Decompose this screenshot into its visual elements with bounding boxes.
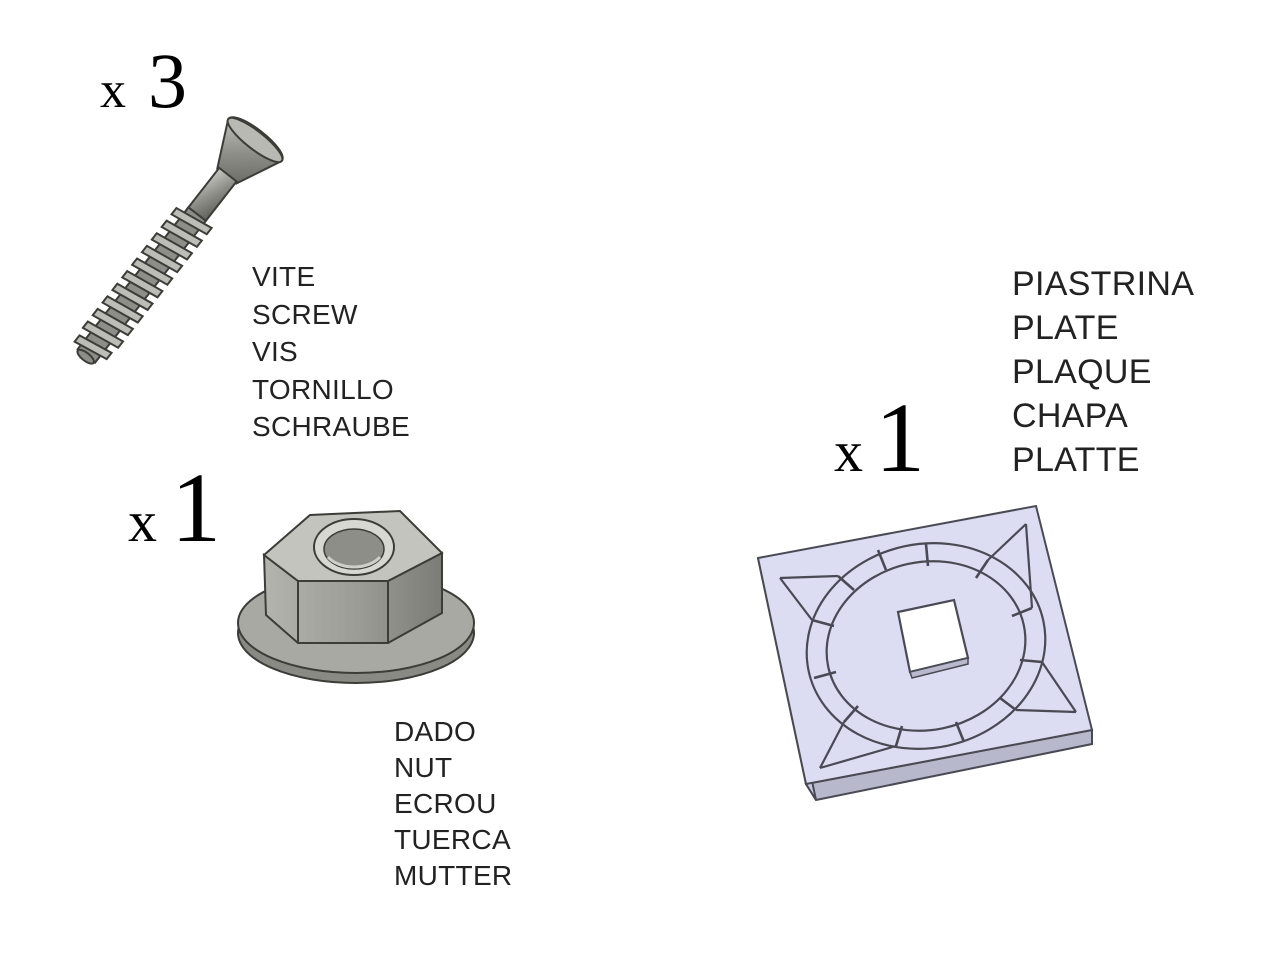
nut-names: DADO NUT ECROU TUERCA MUTTER xyxy=(394,714,512,894)
flange-nut-illustration xyxy=(237,509,475,684)
name-es: TORNILLO xyxy=(252,373,394,405)
name-en: PLATE xyxy=(1012,309,1119,347)
screw-illustration xyxy=(73,116,284,365)
quantity-number: 3 xyxy=(148,37,187,124)
plate-names: PIASTRINA PLATE PLAQUE CHAPA PLATTE xyxy=(1012,262,1194,482)
name-fr: ECROU xyxy=(394,788,497,819)
quantity-prefix: x xyxy=(834,419,863,484)
name-es: TUERCA xyxy=(394,824,511,855)
screw-names: VITE SCREW VIS TORNILLO SCHRAUBE xyxy=(252,258,410,446)
quantity-prefix: x xyxy=(100,62,126,119)
quantity-number: 1 xyxy=(171,452,221,563)
name-de: MUTTER xyxy=(394,860,513,891)
quantity-prefix: x xyxy=(128,489,157,554)
name-it: PIASTRINA xyxy=(1012,265,1195,303)
plate-illustration xyxy=(756,504,1094,802)
name-en: NUT xyxy=(394,752,453,783)
name-it: VITE xyxy=(252,261,316,292)
name-fr: PLAQUE xyxy=(1012,353,1152,391)
name-en: SCREW xyxy=(252,298,358,330)
quantity-number: 1 xyxy=(875,382,925,493)
name-es: CHAPA xyxy=(1012,397,1129,435)
name-de: PLATTE xyxy=(1012,441,1140,479)
name-it: DADO xyxy=(394,716,477,747)
name-de: SCHRAUBE xyxy=(252,411,410,442)
name-fr: VIS xyxy=(252,336,299,367)
